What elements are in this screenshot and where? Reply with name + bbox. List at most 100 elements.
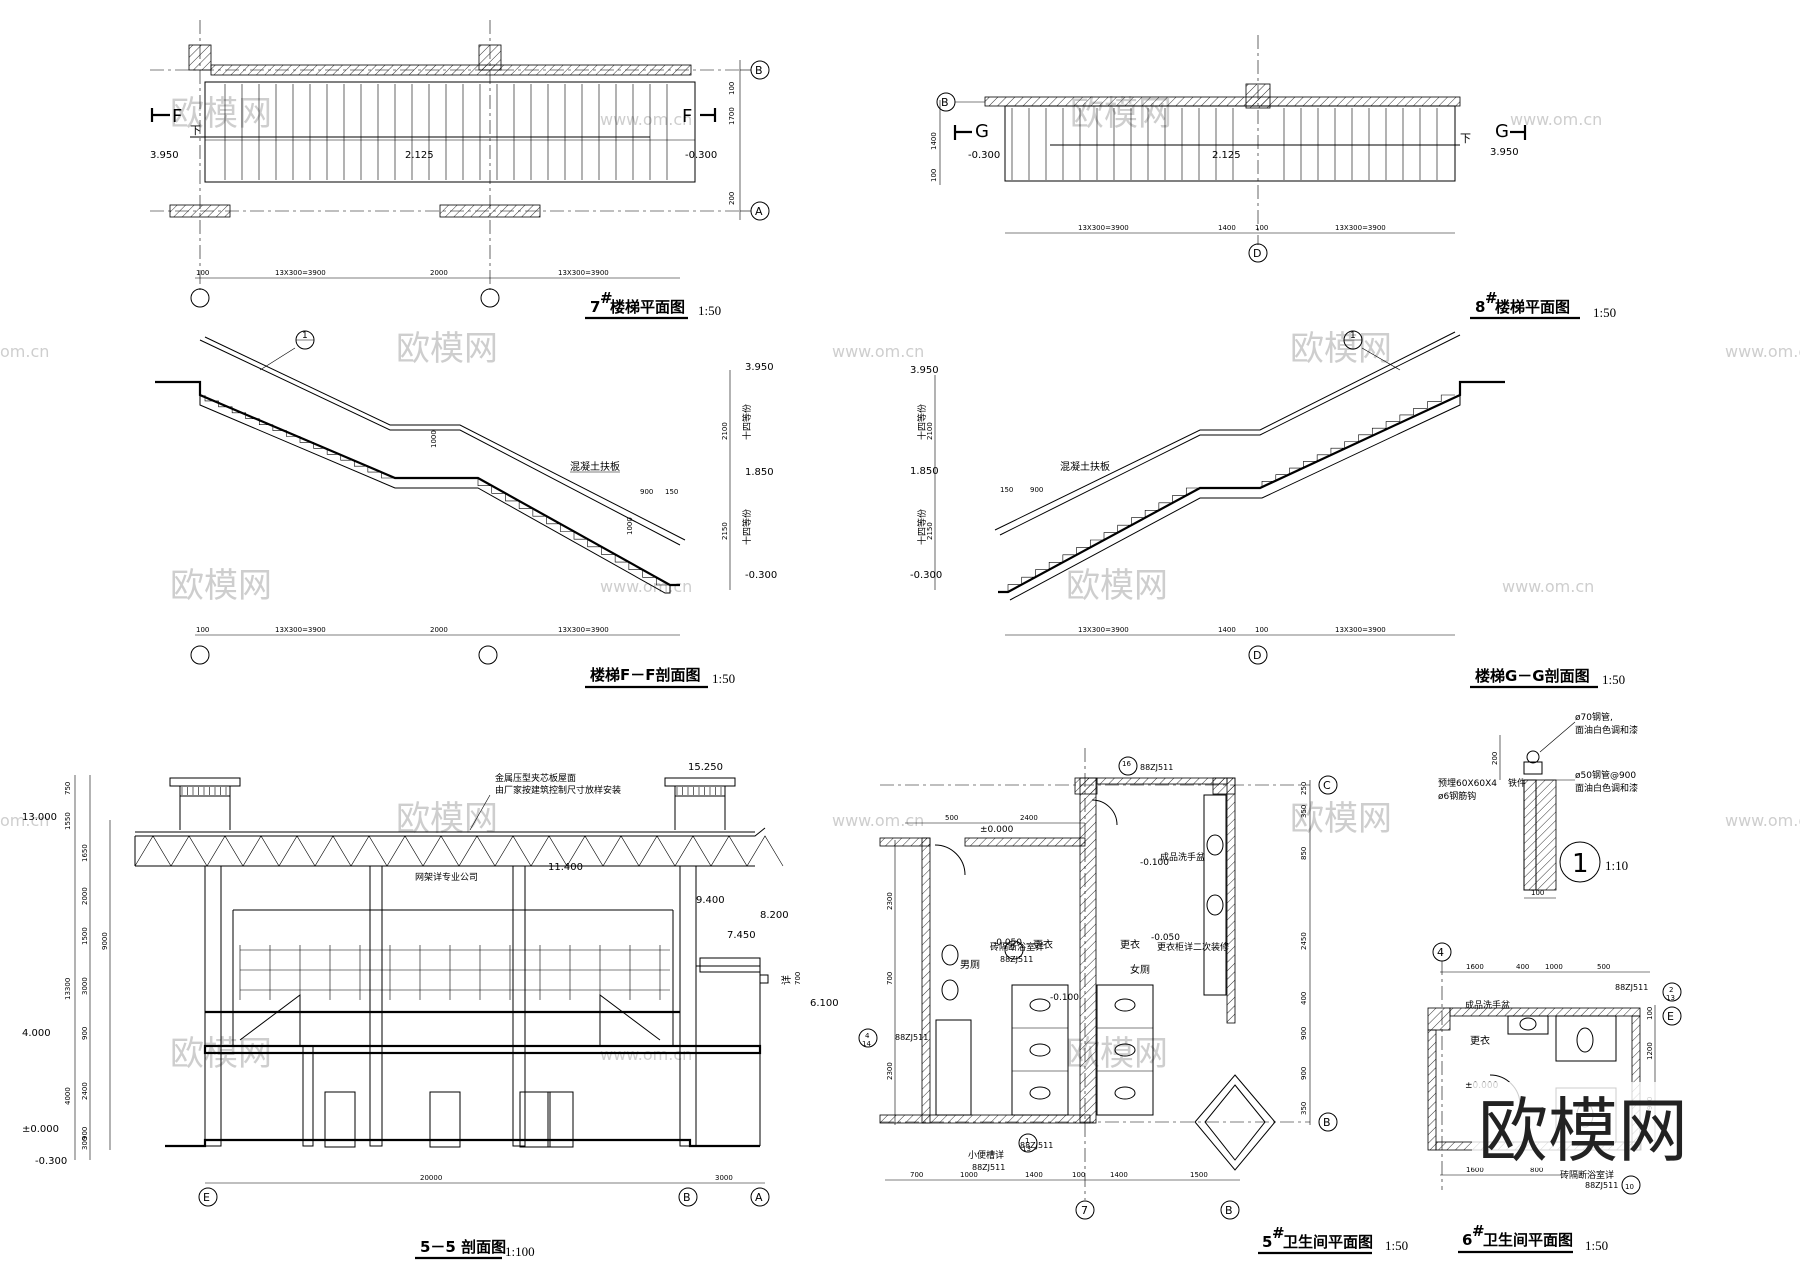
- stair-8-plan: 下 G G -0.300 2.125 3.950 B 1400 100 13X3…: [930, 35, 1616, 320]
- svg-text:20000: 20000: [420, 1174, 442, 1182]
- svg-text:4000: 4000: [64, 1087, 72, 1105]
- toilet-5-plan: 男厕 女厕 更衣 更衣 更衣柜详二次装修 成品洗手盆 砖隔断浴室详 小便槽详 8…: [858, 748, 1408, 1255]
- svg-text:ø6钢筋钩: ø6钢筋钩: [1438, 790, 1476, 802]
- svg-text:3.950: 3.950: [1490, 147, 1519, 158]
- svg-text:9000: 9000: [101, 932, 109, 950]
- svg-text:9.400: 9.400: [696, 895, 725, 906]
- watermark-brand: 欧模网: [170, 566, 272, 606]
- svg-text:2000: 2000: [430, 269, 448, 277]
- svg-text:4.000: 4.000: [22, 1028, 51, 1039]
- svg-text:2000: 2000: [430, 626, 448, 634]
- svg-text:男厕: 男厕: [960, 959, 980, 971]
- watermark-url: www.om.cn: [1502, 577, 1594, 596]
- svg-text:更衣: 更衣: [1120, 938, 1140, 951]
- svg-text:1000: 1000: [626, 517, 634, 535]
- stair-ff-section: 1 混凝土扶板 900 150 1000 1000 3.950 1.850 -0…: [155, 330, 777, 689]
- svg-text:150: 150: [665, 488, 678, 496]
- svg-text:100: 100: [1531, 889, 1544, 897]
- svg-text:1400: 1400: [1218, 626, 1236, 634]
- svg-text:B: B: [755, 64, 763, 77]
- watermark-logo: 欧模网: [1478, 1090, 1688, 1172]
- svg-text:十四等份: 十四等份: [741, 509, 753, 545]
- glazing-grid: [239, 945, 670, 1000]
- svg-text:十四等份: 十四等份: [741, 404, 753, 440]
- title-section-55: 5－5 剖面图: [420, 1238, 506, 1256]
- svg-text:6: 6: [1462, 1231, 1472, 1249]
- svg-text:2: 2: [1669, 986, 1673, 994]
- svg-text:1:100: 1:100: [505, 1244, 535, 1259]
- svg-text:14: 14: [862, 1040, 871, 1048]
- stair-treads: [1011, 108, 1438, 180]
- svg-text:-0.300: -0.300: [745, 570, 777, 581]
- svg-text:2.125: 2.125: [1212, 150, 1241, 161]
- title-gg-section: 楼梯G－G剖面图: [1475, 667, 1590, 685]
- svg-text:100: 100: [728, 82, 736, 95]
- svg-text:850: 850: [1300, 847, 1308, 860]
- svg-text:2150: 2150: [926, 522, 934, 540]
- svg-text:700: 700: [910, 1171, 923, 1179]
- svg-text:400: 400: [1300, 992, 1308, 1005]
- svg-text:1000: 1000: [430, 430, 438, 448]
- svg-text:更衣柜详二次装修: 更衣柜详二次装修: [1157, 941, 1229, 953]
- svg-text:1:50: 1:50: [1602, 672, 1625, 687]
- svg-text:±0.000: ±0.000: [980, 825, 1014, 835]
- svg-text:6.100: 6.100: [810, 998, 839, 1009]
- watermark-url: www.om.cn: [1510, 110, 1602, 129]
- watermark-url: www.om.cn: [832, 342, 924, 361]
- svg-text:D: D: [1253, 649, 1261, 662]
- svg-text:15.250: 15.250: [688, 762, 723, 773]
- svg-text:13: 13: [1666, 994, 1675, 1002]
- watermark-brand: 欧模网: [396, 799, 498, 839]
- svg-text:1:50: 1:50: [712, 671, 735, 686]
- svg-text:2400: 2400: [81, 1082, 89, 1100]
- svg-text:10: 10: [1625, 1183, 1634, 1191]
- svg-text:#: #: [1272, 1224, 1285, 1242]
- svg-text:13X300=3900: 13X300=3900: [275, 269, 326, 277]
- truss-note: 网架详专业公司: [415, 871, 478, 883]
- svg-text:900: 900: [81, 1027, 89, 1040]
- svg-text:2100: 2100: [721, 422, 729, 440]
- down-label: 下: [190, 124, 201, 137]
- svg-text:更衣: 更衣: [1033, 938, 1053, 951]
- svg-text:100: 100: [196, 269, 209, 277]
- svg-text:900: 900: [1300, 1027, 1308, 1040]
- svg-text:13X300=3900: 13X300=3900: [275, 626, 326, 634]
- svg-text:-0.100: -0.100: [1140, 858, 1169, 868]
- svg-text:1: 1: [1025, 1137, 1029, 1145]
- svg-text:1400: 1400: [930, 132, 938, 150]
- svg-text:13X300=3900: 13X300=3900: [1335, 224, 1386, 232]
- svg-text:88ZJ511: 88ZJ511: [1585, 1181, 1618, 1190]
- svg-text:1400: 1400: [1218, 224, 1236, 232]
- title-toilet-5-plan: 卫生间平面图: [1283, 1233, 1373, 1251]
- svg-text:铁件: 铁件: [1508, 777, 1526, 789]
- svg-text:1500: 1500: [81, 927, 89, 945]
- svg-text:250: 250: [1300, 782, 1308, 795]
- svg-text:500: 500: [1597, 963, 1610, 971]
- cut-label-g: G: [1495, 121, 1509, 142]
- svg-text:3.950: 3.950: [745, 362, 774, 373]
- svg-text:十四等份: 十四等份: [916, 404, 928, 440]
- svg-text:200: 200: [1491, 752, 1499, 765]
- svg-text:面油白色调和漆: 面油白色调和漆: [1575, 724, 1638, 736]
- svg-text:-0.050: -0.050: [1151, 933, 1180, 943]
- svg-text:500: 500: [945, 814, 958, 822]
- watermark-brand: 欧模网: [396, 329, 498, 369]
- svg-text:150: 150: [1000, 486, 1013, 494]
- watermark-url: www.om.cn: [600, 577, 692, 596]
- svg-text:13.000: 13.000: [22, 812, 57, 823]
- watermark-url: www.om.cn: [600, 110, 692, 129]
- svg-text:1500: 1500: [1190, 1171, 1208, 1179]
- svg-text:3.950: 3.950: [910, 365, 939, 376]
- svg-text:13X300=3900: 13X300=3900: [558, 626, 609, 634]
- title-stair-8-plan: 楼梯平面图: [1495, 298, 1570, 316]
- svg-text:D: D: [1253, 247, 1261, 260]
- watermark-url: www.om.cn: [832, 811, 924, 830]
- svg-text:7: 7: [1081, 1204, 1088, 1217]
- svg-text:2: 2: [1011, 944, 1015, 952]
- svg-text:100: 100: [1072, 1171, 1085, 1179]
- svg-text:88ZJ511: 88ZJ511: [895, 1033, 928, 1042]
- svg-text:2150: 2150: [721, 522, 729, 540]
- svg-text:13300: 13300: [64, 978, 72, 1000]
- svg-text:800: 800: [1530, 1166, 1543, 1174]
